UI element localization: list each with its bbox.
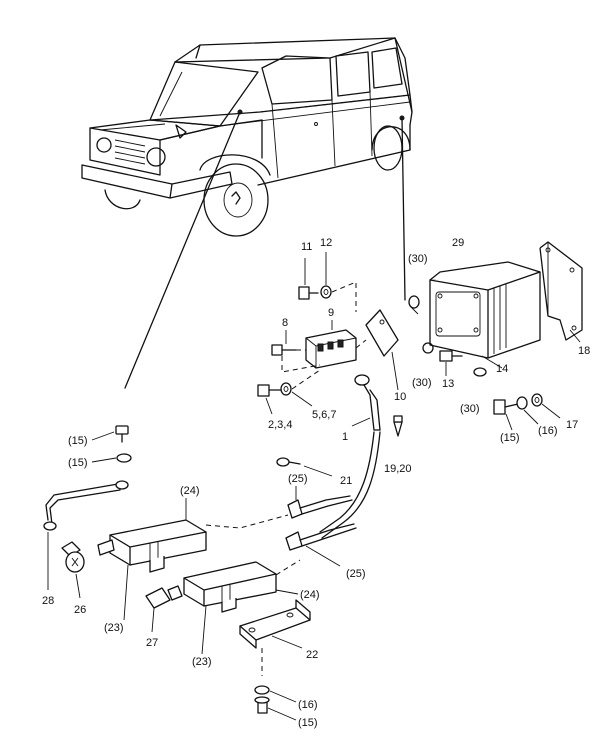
terminal-block-9 xyxy=(305,329,357,369)
leader-14 xyxy=(481,355,503,369)
callout-19-20: 19,20 xyxy=(384,463,412,475)
leader-line-vehicle-rear xyxy=(401,117,406,301)
relay-upper-24 xyxy=(97,519,207,573)
callout-25-upper: (25) xyxy=(288,473,308,485)
lamp-holder-25-upper xyxy=(287,495,353,519)
screw-2-3-4 xyxy=(257,384,281,397)
washer-5-6-7 xyxy=(280,382,292,396)
callout-21: 21 xyxy=(340,475,352,487)
bolt-15-left xyxy=(115,425,129,443)
callout-8: 8 xyxy=(282,317,288,329)
callout-29: 29 xyxy=(452,237,464,249)
callout-24-lower: (24) xyxy=(300,589,320,601)
ring-terminal-21 xyxy=(276,457,301,467)
callout-24-upper: (24) xyxy=(180,485,200,497)
assembly-line-relay-upper xyxy=(205,514,289,529)
vehicle-illustration xyxy=(81,37,413,237)
callout-30-middle: (30) xyxy=(412,377,432,389)
cable-1 xyxy=(354,374,381,431)
callout-26: 26 xyxy=(74,604,86,616)
washer-16-left xyxy=(116,453,132,463)
callout-14: 14 xyxy=(496,363,508,375)
relay-lower-24 xyxy=(183,561,277,613)
leader-18 xyxy=(569,329,581,343)
screw-13 xyxy=(439,350,463,362)
leader-line-vehicle-front xyxy=(124,111,241,389)
bracket-18 xyxy=(539,241,583,341)
leader-10 xyxy=(391,351,399,391)
callout-2-3-4: 2,3,4 xyxy=(268,419,292,431)
washer-16-bottom xyxy=(254,685,270,695)
callout-15-left: (15) xyxy=(68,435,88,447)
callout-5-6-7: 5,6,7 xyxy=(312,409,336,421)
callout-labels: 11 12 (30) 29 8 9 18 (30) 13 14 10 (30) … xyxy=(42,237,590,729)
control-unit-29 xyxy=(429,261,541,359)
assembly-line-11-12 xyxy=(331,281,357,312)
cover-plate-10 xyxy=(365,309,399,357)
main-cable xyxy=(319,431,375,533)
screw-11 xyxy=(298,286,319,300)
callout-9: 9 xyxy=(328,307,334,319)
bracket-22 xyxy=(239,599,311,649)
lamp-socket-27 xyxy=(145,585,183,609)
callout-22: 22 xyxy=(306,649,318,661)
callout-30-upper: (30) xyxy=(408,253,428,265)
callout-16-left: (15) xyxy=(68,457,88,469)
o-ring-30-upper xyxy=(408,295,420,309)
callout-15-bottom: (15) xyxy=(298,717,318,729)
callout-23-lower: (23) xyxy=(192,656,212,668)
callout-28: 28 xyxy=(42,595,54,607)
callout-11: 11 xyxy=(301,241,312,253)
callout-16-bottom: (16) xyxy=(298,699,318,711)
assembly-line-9 xyxy=(296,339,367,351)
o-ring-30-lower xyxy=(473,367,487,377)
fuse-19-20 xyxy=(393,415,403,437)
callout-30-lower: (30) xyxy=(460,403,480,415)
ground-strap-28 xyxy=(43,480,129,531)
bolt-15-bottom xyxy=(254,696,270,714)
callout-10: 10 xyxy=(394,391,406,403)
callout-12: 12 xyxy=(320,237,332,249)
screw-8 xyxy=(271,344,297,356)
clip-17 xyxy=(531,393,543,407)
washer-16-right xyxy=(516,396,528,410)
assembly-line-relay-lower xyxy=(275,559,301,576)
o-ring-30-middle xyxy=(422,342,434,354)
bolt-15-right xyxy=(493,399,519,415)
callout-1: 1 xyxy=(342,431,348,443)
washer-12 xyxy=(320,285,332,299)
callout-16-right: (16) xyxy=(538,425,558,437)
callout-15-right: (15) xyxy=(500,432,520,444)
callout-18: 18 xyxy=(578,345,590,357)
callout-27: 27 xyxy=(146,637,158,649)
bulb-26 xyxy=(61,541,85,573)
callout-13: 13 xyxy=(442,378,454,390)
callout-23-upper: (23) xyxy=(104,622,124,634)
callout-17: 17 xyxy=(566,419,578,431)
lamp-holder-25-lower xyxy=(285,523,357,551)
callout-25-lower: (25) xyxy=(346,568,366,580)
